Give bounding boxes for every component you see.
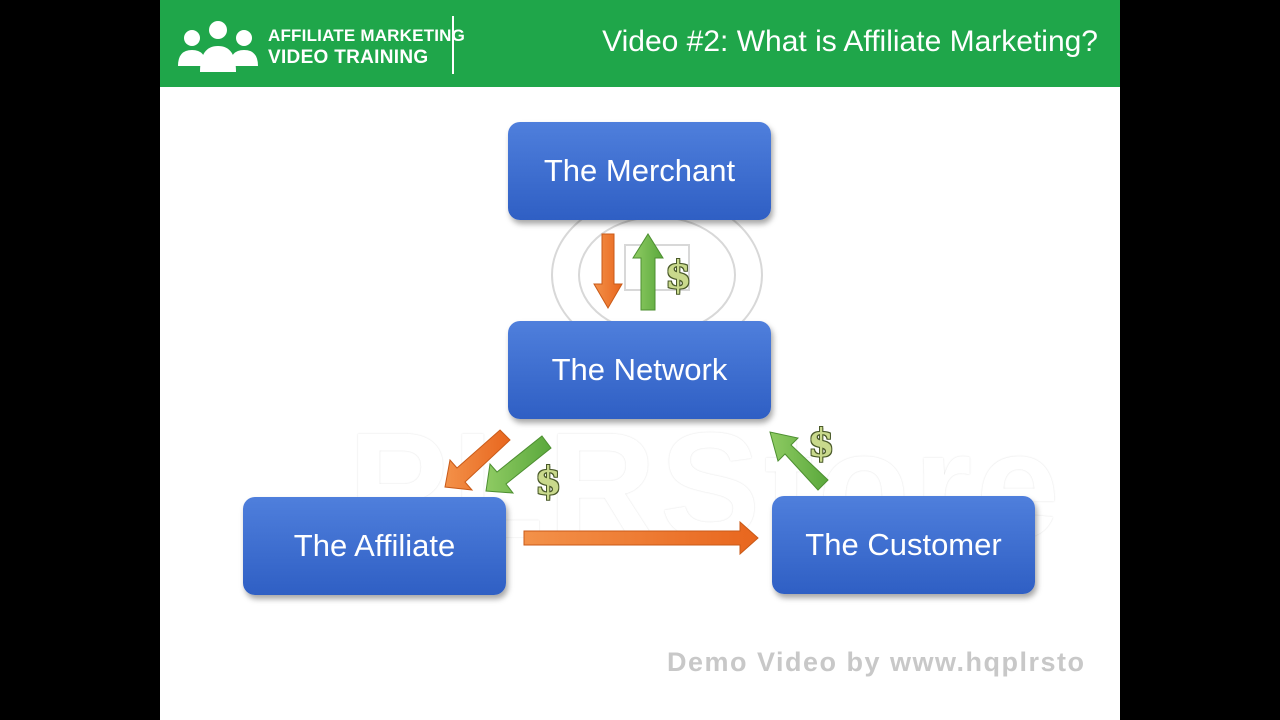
node-customer: The Customer <box>772 496 1035 594</box>
slide: AFFILIATE MARKETING VIDEO TRAINING Video… <box>160 0 1120 720</box>
people-group-icon <box>178 21 258 72</box>
arrow-customer-to-network <box>769 431 829 491</box>
brand-name: AFFILIATE MARKETING VIDEO TRAINING <box>268 25 465 69</box>
header-divider <box>452 16 454 74</box>
demo-caption: Demo Video by www.hqplrsto <box>667 647 1086 677</box>
brand-line-1: AFFILIATE MARKETING <box>268 26 466 45</box>
dollar-icon: $ <box>535 458 562 503</box>
arrow-network-to-affiliate-money <box>485 435 552 494</box>
arrow-network-to-merchant <box>632 233 664 311</box>
node-merchant: The Merchant <box>508 122 771 220</box>
slide-title: Video #2: What is Affiliate Marketing? <box>602 25 1098 58</box>
arrow-affiliate-to-customer <box>523 520 759 556</box>
arrow-network-to-affiliate <box>444 429 511 491</box>
node-network: The Network <box>508 321 771 419</box>
dollar-icon: $ <box>808 420 835 465</box>
brand-line-2: VIDEO TRAINING <box>268 47 429 68</box>
slide-header: AFFILIATE MARKETING VIDEO TRAINING Video… <box>160 0 1120 87</box>
node-affiliate: The Affiliate <box>243 497 506 595</box>
arrow-merchant-to-network <box>593 233 623 309</box>
dollar-icon: $ <box>665 252 692 297</box>
flow-arrows <box>444 233 829 556</box>
